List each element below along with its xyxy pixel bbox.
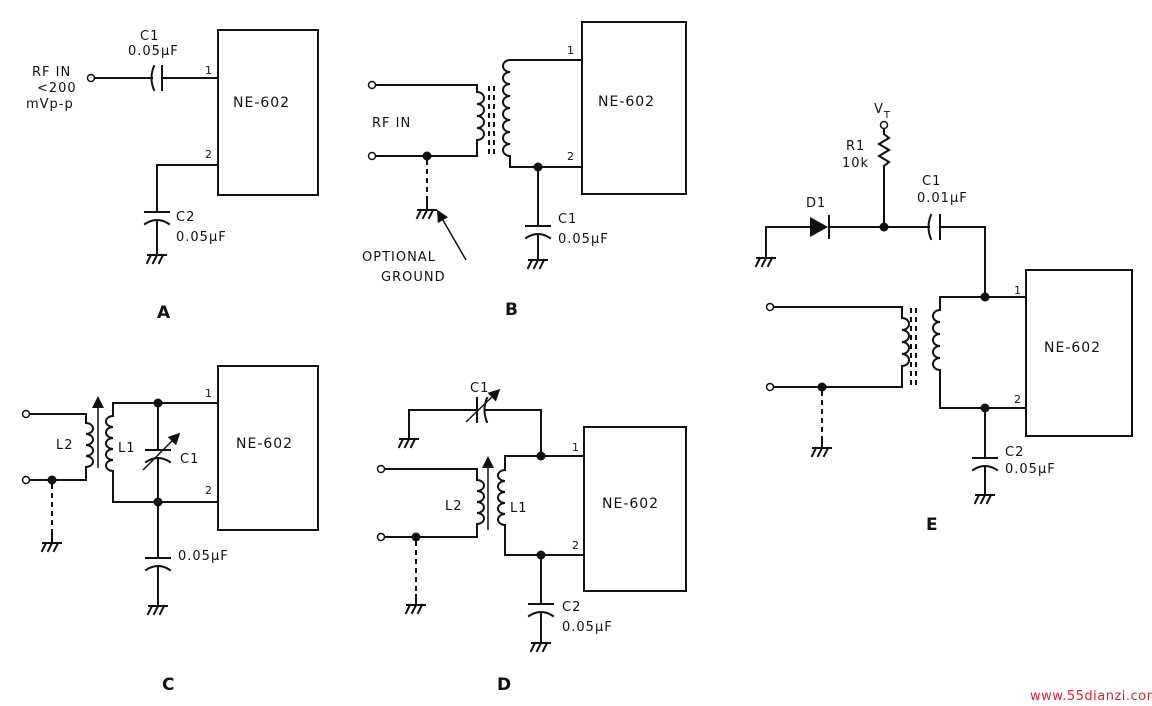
panel-e-vt-terminal <box>879 120 889 130</box>
panel-e-terminal-bottom <box>765 382 775 392</box>
panel-b-rf-in-label: RF IN <box>372 116 411 131</box>
panel-d-c2-value: 0.05μF <box>562 620 613 635</box>
panel-a-c1-name: C1 <box>140 29 159 44</box>
panel-e-vt-label: VT <box>874 102 891 121</box>
panel-b-chip-label: NE-602 <box>598 94 655 110</box>
panel-c-chip-label: NE-602 <box>236 436 293 452</box>
panel-c-caption: C <box>162 675 174 695</box>
panel-a-chip-label: NE-602 <box>233 95 290 111</box>
panel-e-c1-value: 0.01μF <box>917 191 968 206</box>
panel-d-l1-label: L1 <box>510 501 528 516</box>
panel-c-pin-2: 2 <box>205 484 212 497</box>
panel-e-d1-symbol <box>810 217 828 237</box>
panel-c-terminal-top <box>21 409 31 419</box>
panel-a-chip <box>217 29 319 196</box>
panel-a-input-level: <200 <box>37 81 77 96</box>
panel-d-chip <box>583 426 687 592</box>
panel-e-pin-1: 1 <box>1014 284 1021 297</box>
panel-d-c1-variable-arrow <box>465 388 501 423</box>
panel-b-terminal-bottom <box>367 151 377 161</box>
panel-e-r1-value: 10k <box>842 156 869 171</box>
panel-d-chip-label: NE-602 <box>602 496 659 512</box>
panel-e-c1-name: C1 <box>922 174 941 189</box>
panel-e-c2-name: C2 <box>1005 445 1024 460</box>
panel-a-c1-value: 0.05μF <box>128 44 179 59</box>
panel-b-ground-label: GROUND <box>381 270 446 285</box>
panel-b-optional-arrow <box>436 209 467 261</box>
panel-d-pin-2: 2 <box>572 539 579 552</box>
panel-d-c1-label: C1 <box>470 381 489 396</box>
panel-d-terminal-top <box>376 464 386 474</box>
panel-b-chip <box>581 21 687 195</box>
panel-a-c2-value: 0.05μF <box>176 230 227 245</box>
panel-e: NE-602 1 2 VT R1 10k D1 C1 0.01μF <box>755 102 1133 535</box>
panel-a-c2-name: C2 <box>176 210 195 225</box>
panel-d: NE-602 1 2 C1 L2 L1 C <box>376 381 687 695</box>
panel-e-terminal-top <box>765 302 775 312</box>
panel-d-c2-name: C2 <box>562 600 581 615</box>
panel-e-caption: E <box>926 515 938 535</box>
panel-d-terminal-bottom <box>376 532 386 542</box>
panel-c-c1-label: C1 <box>180 452 199 467</box>
panel-b-optional-label: OPTIONAL <box>362 250 436 265</box>
watermark: www.55dianzi.com <box>1030 689 1152 704</box>
panel-a-pin-2: 2 <box>205 148 212 161</box>
panel-b-caption: B <box>505 300 518 320</box>
panel-e-pin-2: 2 <box>1014 393 1021 406</box>
panel-b-terminal-top <box>367 80 377 90</box>
panel-a-rf-in-label: RF IN <box>32 65 71 80</box>
panel-c-c1-variable-arrow <box>142 432 181 471</box>
panel-d-pin-1: 1 <box>572 441 579 454</box>
panel-e-chip <box>1025 269 1133 437</box>
panel-b-c1-value: 0.05μF <box>558 232 609 247</box>
panel-a-input-unit: mVp-p <box>26 97 74 112</box>
panel-b-c1-name: C1 <box>558 212 577 227</box>
panel-d-caption: D <box>497 675 511 695</box>
panel-e-vt-subscript: T <box>883 110 891 121</box>
panel-e-d1-label: D1 <box>806 196 826 211</box>
panel-b: NE-602 1 2 RF IN C1 0.05μF OPTIONAL GROU… <box>362 21 687 320</box>
panel-c-pin-1: 1 <box>205 387 212 400</box>
panel-a-rf-in-terminal <box>86 73 96 83</box>
panel-c: NE-602 1 2 L2 L1 C1 0.05μF C <box>21 365 319 695</box>
panel-e-vt-main: V <box>874 102 884 117</box>
panel-d-l2-label: L2 <box>445 499 463 514</box>
panel-c-cap-value: 0.05μF <box>178 549 229 564</box>
panel-a-caption: A <box>157 303 171 323</box>
panel-e-c2-value: 0.05μF <box>1005 462 1056 477</box>
panel-b-pin-2: 2 <box>567 150 574 163</box>
panel-a-pin-1: 1 <box>205 64 212 77</box>
panel-c-l2-label: L2 <box>56 438 74 453</box>
panel-b-pin-1: 1 <box>567 44 574 57</box>
panel-e-r1-name: R1 <box>846 139 865 154</box>
panel-a: NE-602 1 2 C1 0.05μF RF IN <200 mVp-p C2… <box>26 29 319 323</box>
panel-c-chip <box>217 365 319 531</box>
panel-e-chip-label: NE-602 <box>1044 340 1101 356</box>
panel-c-l1-label: L1 <box>118 441 136 456</box>
panel-c-terminal-bottom <box>21 475 31 485</box>
